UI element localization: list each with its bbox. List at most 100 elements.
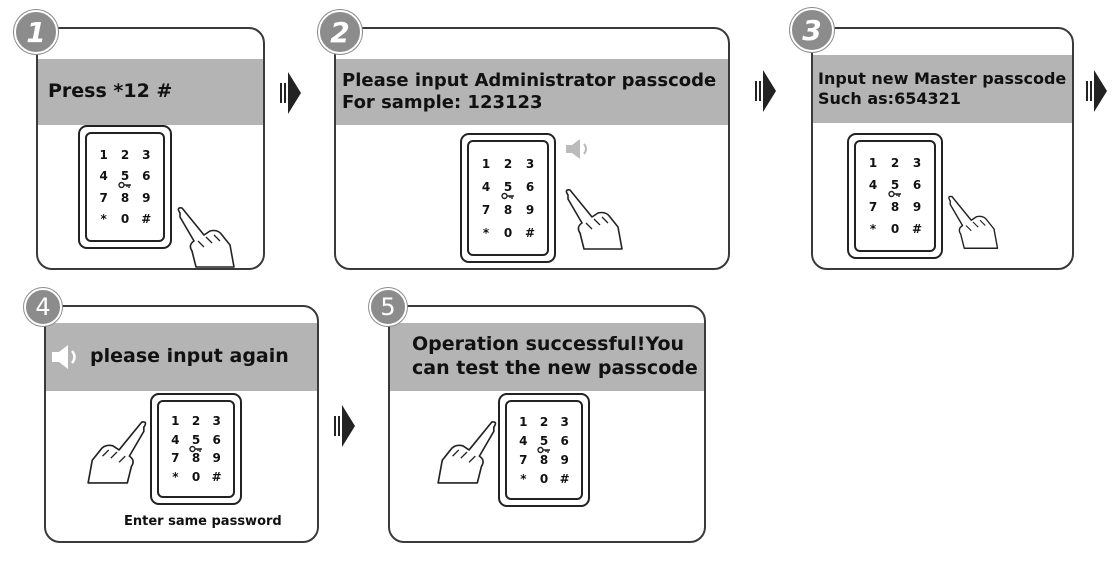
key-5: 5 (186, 433, 207, 452)
step-1-band: Press *12 # (38, 59, 263, 125)
key-0: 0 (120, 212, 130, 227)
step-5-badge: 5 (369, 288, 407, 326)
step-2-line-1: Please input Administrator passcode (342, 69, 717, 91)
keypad: 1 2 3 4 5 6 7 8 9 * 0 # (78, 125, 172, 249)
key-3: 3 (560, 414, 569, 429)
key-hash: # (524, 225, 536, 240)
key-icon (888, 190, 901, 198)
key-2: 2 (890, 156, 900, 170)
step-4-band: please input again (46, 323, 317, 391)
key-4: 4 (99, 169, 108, 184)
key-1: 1 (481, 156, 491, 171)
key-star: * (172, 469, 179, 484)
key-6: 6 (142, 169, 151, 184)
key-6: 6 (212, 432, 221, 447)
key-star: * (869, 222, 877, 236)
key-2: 2 (539, 414, 549, 429)
key-star: * (100, 212, 107, 227)
key-8: 8 (503, 202, 513, 217)
key-7: 7 (99, 190, 108, 205)
step-3-band: Input new Master passcode Such as:654321 (813, 55, 1072, 123)
key-hash: # (911, 222, 923, 236)
key-5: 5 (114, 169, 135, 189)
step-2-panel: Please input Administrator passcode For … (334, 27, 730, 270)
step-2-line-2: For sample: 123123 (342, 92, 543, 113)
key-0: 0 (890, 222, 900, 236)
key-0: 0 (539, 471, 549, 486)
keypad-keys: 1 2 3 4 5 6 7 8 9 * 0 # (165, 412, 227, 486)
speaker-icon (566, 139, 587, 159)
key-8: 8 (120, 190, 130, 205)
speaker-icon (52, 345, 76, 369)
key-3: 3 (212, 414, 221, 429)
key-icon (118, 182, 131, 189)
key-hash: # (211, 469, 222, 484)
step-4-caption: Enter same password (124, 514, 282, 529)
key-3: 3 (912, 156, 922, 170)
step-3-line-2: Such as:654321 (818, 89, 961, 108)
hand-icon (948, 195, 999, 249)
keypad: 1 2 3 4 5 6 7 8 9 * 0 # (498, 393, 590, 507)
step-2-band: Please input Administrator passcode For … (336, 59, 728, 125)
key-icon (189, 445, 202, 452)
key-1: 1 (868, 156, 878, 170)
key-0: 0 (191, 469, 201, 484)
key-0: 0 (503, 225, 513, 240)
step-4-badge: 4 (24, 288, 62, 326)
step-2-badge: 2 (318, 10, 362, 54)
keypad-keys: 1 2 3 4 5 6 7 8 9 * 0 # (475, 152, 541, 244)
keypad-keys: 1 2 3 4 5 6 7 8 9 * 0 # (93, 144, 157, 230)
arrow-right-icon (280, 72, 301, 114)
key-6: 6 (525, 179, 535, 194)
key-5: 5 (534, 434, 555, 453)
keypad: 1 2 3 4 5 6 7 8 9 * 0 # (150, 393, 242, 505)
key-hash: # (559, 471, 570, 486)
key-1: 1 (99, 147, 108, 162)
step-3-panel: Input new Master passcode Such as:654321… (811, 27, 1074, 270)
keypad: 1 2 3 4 5 6 7 8 9 * 0 # (460, 133, 556, 263)
step-4-panel: please input again 1 2 3 4 5 6 7 8 9 * 0… (44, 305, 319, 543)
key-4: 4 (171, 432, 180, 447)
key-2: 2 (191, 414, 201, 429)
key-7: 7 (868, 200, 878, 214)
arrow-right-icon (334, 405, 355, 447)
key-icon (501, 192, 514, 199)
step-5-band: Operation successful!You can test the ne… (390, 323, 704, 391)
step-4-line-1: please input again (90, 345, 289, 368)
keypad-keys: 1 2 3 4 5 6 7 8 9 * 0 # (862, 152, 928, 240)
key-3: 3 (525, 156, 535, 171)
key-5: 5 (497, 180, 519, 199)
key-2: 2 (120, 147, 130, 162)
key-star: * (482, 225, 490, 240)
keypad: 1 2 3 4 5 6 7 8 9 * 0 # (847, 133, 943, 259)
keypad-keys: 1 2 3 4 5 6 7 8 9 * 0 # (513, 412, 575, 488)
key-7: 7 (481, 202, 491, 217)
key-9: 9 (142, 190, 151, 205)
key-hash: # (141, 212, 152, 227)
step-1-line-1: Press *12 # (48, 80, 173, 103)
key-9: 9 (212, 451, 221, 466)
key-7: 7 (519, 452, 528, 467)
key-9: 9 (525, 202, 535, 217)
hand-icon (177, 207, 235, 268)
hand-icon (437, 421, 497, 484)
key-1: 1 (519, 414, 528, 429)
hand-icon (565, 189, 623, 250)
key-icon (537, 446, 550, 453)
key-4: 4 (868, 178, 878, 192)
step-3-badge: 3 (790, 8, 834, 52)
key-7: 7 (171, 451, 180, 466)
arrow-right-icon (755, 70, 776, 112)
key-8: 8 (191, 451, 201, 466)
key-3: 3 (142, 147, 151, 162)
key-8: 8 (539, 452, 549, 467)
key-9: 9 (912, 200, 922, 214)
step-5-line-2: can test the new passcode (412, 357, 698, 379)
key-1: 1 (171, 414, 180, 429)
key-9: 9 (560, 452, 569, 467)
key-6: 6 (912, 178, 922, 192)
step-3-line-1: Input new Master passcode (818, 69, 1067, 88)
hand-icon (87, 421, 147, 484)
key-star: * (520, 471, 527, 486)
key-5: 5 (884, 178, 906, 198)
